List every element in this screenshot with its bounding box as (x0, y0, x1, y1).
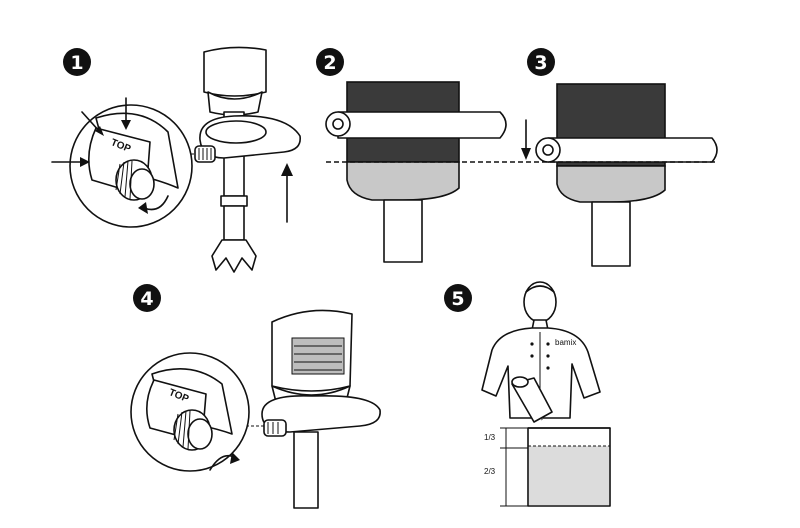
step-4-number: 4 (140, 288, 153, 310)
pot (527, 427, 611, 507)
step-3-badge: 3 (527, 48, 555, 76)
arrow-down-icon (521, 119, 531, 160)
knob-detail-zoom: TOP (51, 97, 193, 228)
step-1-badge: 1 (63, 48, 91, 76)
arrow-up-icon (281, 163, 293, 223)
knob-detail-zoom-2: TOP (130, 352, 250, 472)
step-1-number: 1 (70, 52, 83, 74)
step-2: 2 (316, 48, 507, 263)
step-2-badge: 2 (316, 48, 344, 76)
step-5-badge: 5 (444, 284, 472, 312)
blender-unit (186, 46, 301, 273)
chef-figure: bamix (481, 281, 601, 419)
step-4: 4 TOP (130, 284, 381, 509)
step-3: 3 (521, 48, 718, 267)
rotate-arrow-icon (209, 452, 240, 471)
step-5-number: 5 (451, 288, 464, 310)
step-3-number: 3 (534, 52, 547, 74)
step-4-badge: 4 (133, 284, 161, 312)
svg-text:bamix: bamix (555, 338, 576, 347)
step-1: 1 (51, 46, 301, 273)
fill-mark-one-third: 1/3 (484, 433, 496, 442)
rotate-arrow-icon (138, 195, 169, 214)
fill-level-marks: 1/3 2/3 (484, 427, 528, 507)
step-5: 5 bamix (444, 281, 611, 507)
step-2-number: 2 (323, 52, 336, 74)
fill-mark-two-thirds: 2/3 (484, 467, 496, 476)
